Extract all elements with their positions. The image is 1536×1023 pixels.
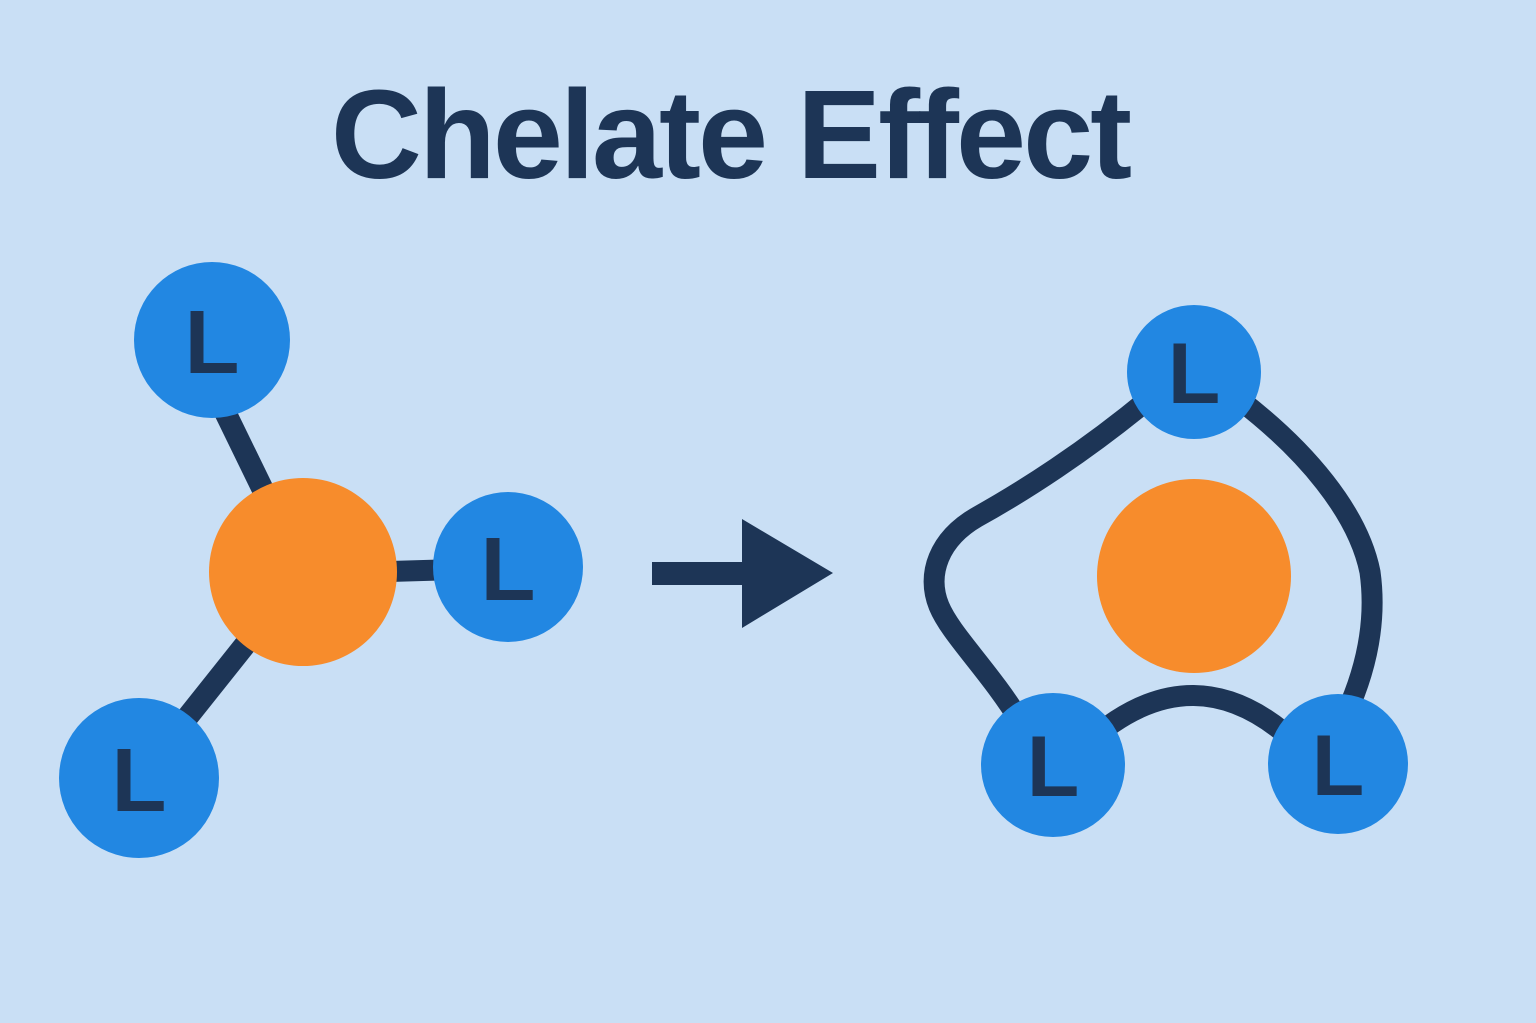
chelate-bond-right-curve [1229,389,1383,725]
ligand-circle-right [433,492,583,642]
ligand-circle-top-left [134,262,290,418]
right-complex: L L L [923,305,1408,837]
left-complex: L L L [59,262,583,858]
page-title: Chelate Effect [331,64,1131,205]
ligand-circle-bottom-left [59,698,219,858]
chelate-ligand-circle-top [1127,305,1261,439]
ligand-label-bottom-left: L [112,731,167,831]
ligand-label-top-left: L [185,293,240,393]
chelate-ligand-circle-bottom-left [981,693,1125,837]
ligand-label-right: L [481,520,536,620]
metal-atom-left [209,478,397,666]
chelate-ligand-circle-bottom-right [1268,694,1408,834]
metal-atom-right [1097,479,1291,673]
chelate-bond-left-curve [923,387,1161,735]
chelate-ligand-label-bottom-right: L [1312,718,1365,814]
chelate-bond-bottom-arc [1074,685,1311,758]
chelate-ligand-label-top: L [1168,326,1221,422]
right-arrow-icon [652,519,833,628]
chelate-ligand-label-bottom-left: L [1027,719,1080,815]
